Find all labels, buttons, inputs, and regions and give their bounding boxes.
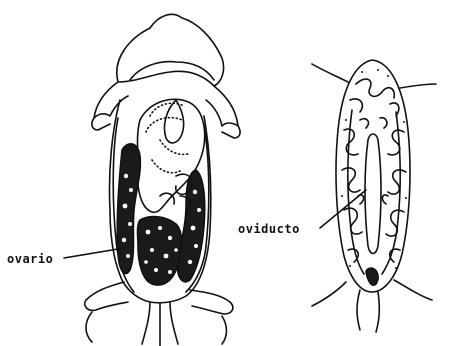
oviducto-pointer-line [320, 190, 366, 228]
oviduct-bottom-tip [366, 268, 378, 285]
cloaca [142, 302, 178, 346]
frog-head [117, 14, 224, 86]
left-arm-stub [92, 118, 110, 130]
right-hindlimb-lower [222, 316, 227, 344]
heart [164, 100, 183, 143]
left-hindlimb-lower [86, 312, 92, 342]
left-frog-drawing [64, 14, 240, 346]
right-forelimb [206, 86, 238, 126]
oviducto-label: oviducto [238, 222, 300, 236]
base-strand [357, 290, 379, 332]
ovario-label: ovario [7, 252, 53, 266]
left-hindlimb [85, 282, 128, 310]
left-forelimb [94, 82, 128, 118]
bottom-right-strand [394, 280, 432, 300]
coil-folds-mid [358, 118, 388, 204]
central-lumen [365, 134, 381, 254]
top-left-strand [312, 64, 348, 82]
bottom-left-strand [312, 282, 346, 306]
ovary-left-mass [117, 144, 140, 274]
right-oviduct-drawing [312, 60, 436, 332]
coil-folds-right [386, 130, 406, 262]
top-right-strand [400, 84, 436, 88]
coil-folds-top [350, 79, 399, 116]
right-hindlimb [190, 290, 233, 314]
right-arm-stub [222, 126, 240, 138]
